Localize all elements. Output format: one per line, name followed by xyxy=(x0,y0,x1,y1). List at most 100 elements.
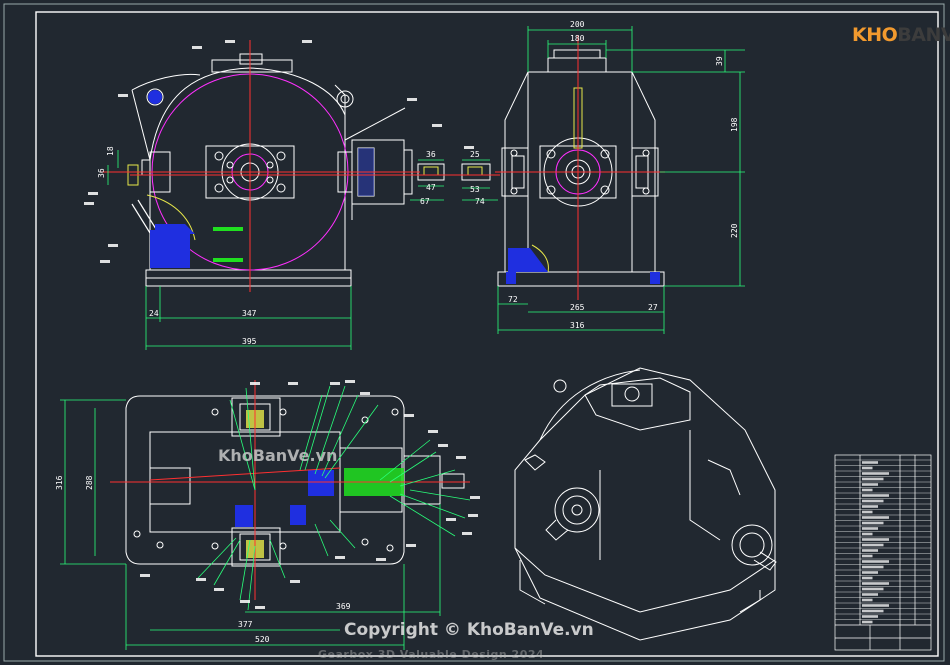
isometric-view xyxy=(514,367,777,641)
dim-24: 24 xyxy=(149,309,159,318)
leader-tag xyxy=(345,380,355,383)
title-block-row-text xyxy=(862,549,878,552)
dim-67: 67 xyxy=(420,197,430,206)
leader-tag xyxy=(225,40,235,43)
dim-47: 47 xyxy=(426,183,436,192)
leader-tag xyxy=(376,558,386,561)
leader-tag xyxy=(250,382,260,385)
dim-18: 18 xyxy=(106,146,115,156)
dim-72: 72 xyxy=(508,295,518,304)
dim-316-plan: 316 xyxy=(55,475,64,490)
title-block-row-text xyxy=(862,477,884,481)
khobanve-logo: KHOBANVE xyxy=(852,24,950,52)
leader-tag xyxy=(118,94,128,97)
title-block-row-text xyxy=(862,499,884,503)
dim-377: 377 xyxy=(238,620,253,629)
front-view-fills xyxy=(148,90,374,268)
title-block-row-text xyxy=(862,505,878,508)
title-block-row-text xyxy=(862,560,889,563)
title-block-row-text xyxy=(862,516,889,519)
sheet-outer-frame xyxy=(3,3,945,662)
title-block-row-text xyxy=(862,538,889,541)
dim-347: 347 xyxy=(242,309,257,318)
leader-tag xyxy=(446,518,456,521)
plan-view-leaders xyxy=(197,385,471,611)
title-block-row-text xyxy=(862,466,873,470)
side-view-fills xyxy=(506,248,660,284)
title-block-row-text xyxy=(862,576,873,580)
dim-520: 520 xyxy=(255,635,270,644)
leader-tag xyxy=(428,430,438,433)
dim-316-side: 316 xyxy=(570,321,585,330)
dim-25: 25 xyxy=(470,150,480,159)
title-block-row-text xyxy=(862,593,878,596)
leader-tag xyxy=(468,514,478,517)
leader-tag xyxy=(470,496,480,499)
title-block-row-text xyxy=(862,554,873,558)
title-block-row-text xyxy=(862,565,884,569)
logo-part-banve: BANVE xyxy=(897,24,950,46)
leader-tag xyxy=(456,456,466,459)
title-block-row-text xyxy=(862,615,878,618)
title-block-row-text xyxy=(862,609,884,613)
leader-tag xyxy=(464,146,474,149)
front-view-centerlines xyxy=(100,40,500,292)
title-block-row-text xyxy=(862,532,873,536)
leader-tag xyxy=(407,98,417,101)
leader-tag xyxy=(406,544,416,547)
dim-288: 288 xyxy=(85,475,94,490)
dim-27: 27 xyxy=(648,303,658,312)
dim-198: 198 xyxy=(730,117,739,132)
title-block-row-text xyxy=(862,488,873,492)
plan-view-centerlines xyxy=(110,380,470,600)
dim-220: 220 xyxy=(730,223,739,238)
leader-tag xyxy=(84,202,94,205)
leader-tag xyxy=(302,40,312,43)
dim-265: 265 xyxy=(570,303,585,312)
leader-tag xyxy=(432,124,442,127)
title-block-row-text xyxy=(862,510,873,514)
title-block-row-text xyxy=(862,472,889,475)
title-block-row-text xyxy=(862,461,878,464)
title-block-row-text xyxy=(862,587,884,591)
dim-39: 39 xyxy=(715,56,724,66)
title-block-row-text xyxy=(862,582,889,585)
leader-tag xyxy=(240,600,250,603)
title-block-row-text xyxy=(862,598,873,602)
title-block-row-text xyxy=(862,494,889,497)
leader-tag xyxy=(100,260,110,263)
plan-view xyxy=(125,395,465,567)
dim-36-front: 36 xyxy=(97,168,106,178)
leader-tag xyxy=(335,556,345,559)
title-block-rows xyxy=(835,459,931,624)
dimension-lines xyxy=(60,26,745,650)
dim-36-shaft: 36 xyxy=(426,150,436,159)
part-leader-tags xyxy=(84,40,480,609)
dim-369: 369 xyxy=(336,602,351,611)
leader-tag xyxy=(192,46,202,49)
dim-180: 180 xyxy=(570,34,585,43)
leader-tag xyxy=(462,532,472,535)
leader-tag xyxy=(214,588,224,591)
leader-tag xyxy=(438,444,448,447)
sheet-inner-frame xyxy=(35,11,939,657)
leader-tag xyxy=(196,578,206,581)
dim-395: 395 xyxy=(242,337,257,346)
title-block-row-text xyxy=(862,527,878,530)
side-view-centerlines xyxy=(495,35,665,300)
leader-tag xyxy=(288,382,298,385)
title-block-row-text xyxy=(862,571,878,574)
dim-53: 53 xyxy=(470,185,480,194)
leader-tag xyxy=(255,606,265,609)
dim-74: 74 xyxy=(475,197,485,206)
title-block-row-text xyxy=(862,483,878,486)
leader-tag xyxy=(404,414,414,417)
leader-tag xyxy=(360,392,370,395)
title-block-row-text xyxy=(862,521,884,525)
leader-tag xyxy=(88,192,98,195)
dimension-labels: 18 36 24 347 395 36 25 47 53 67 74 200 1… xyxy=(55,20,739,644)
title-block-row-text xyxy=(862,604,889,607)
leader-tag xyxy=(290,580,300,583)
dim-200: 200 xyxy=(570,20,585,29)
